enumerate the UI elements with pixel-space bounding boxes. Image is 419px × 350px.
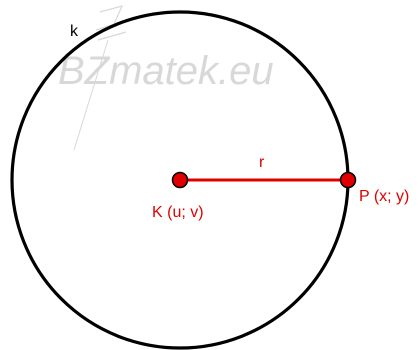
radius-label: r: [259, 154, 265, 171]
point-label: P (x; y): [359, 188, 409, 205]
center-label: K (u; v): [152, 204, 204, 221]
watermark-text: BZmatek.eu: [58, 49, 274, 93]
circle-label: k: [70, 23, 79, 40]
point-p: [339, 171, 357, 189]
center-point: [171, 171, 189, 189]
